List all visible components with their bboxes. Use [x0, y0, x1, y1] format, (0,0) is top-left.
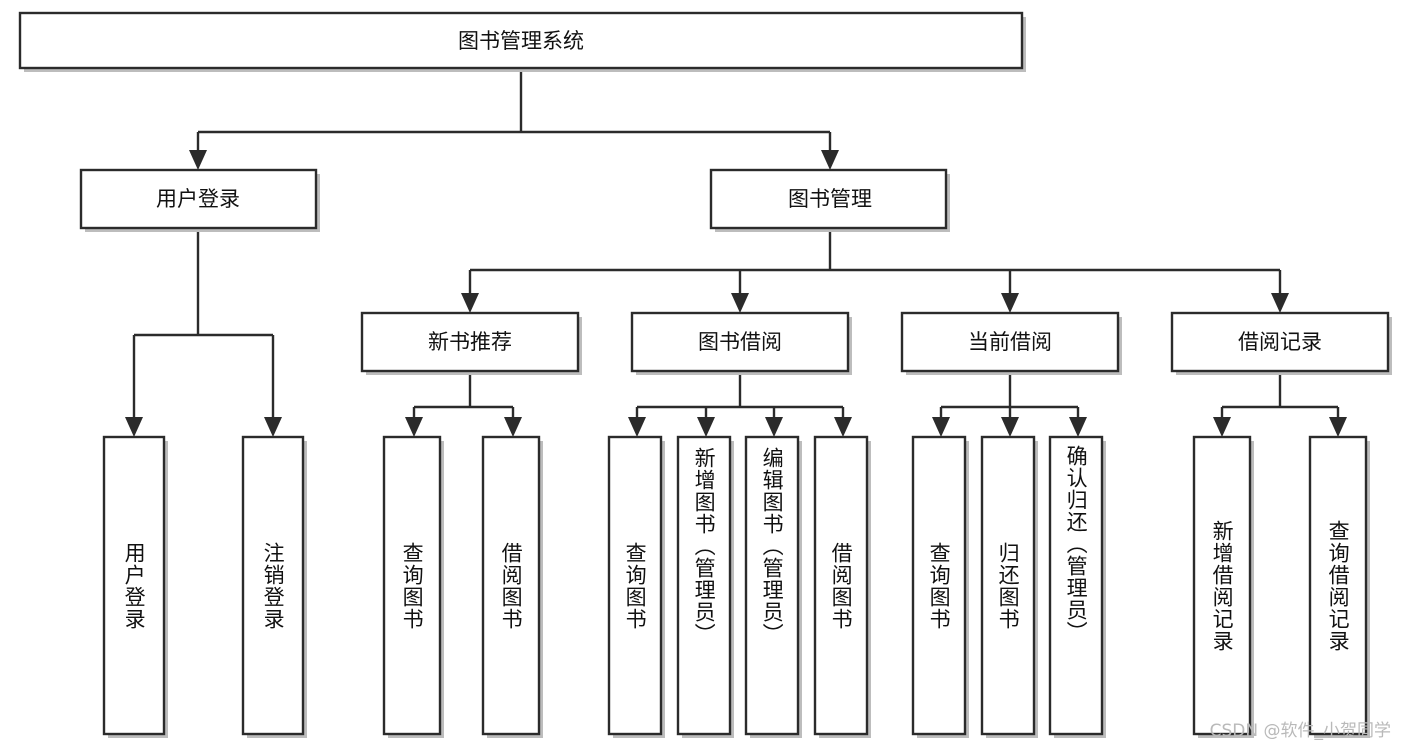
leaf-book-borrow-4-box[interactable]	[813, 435, 869, 736]
arrowhead-leaf-current-borrow-2	[1001, 417, 1019, 437]
arrowhead-book-borrow	[731, 293, 749, 313]
borrow-record-box[interactable]	[1170, 311, 1390, 373]
arrowhead-current-borrow	[1001, 293, 1019, 313]
leaf-borrow-record-1-box[interactable]	[1192, 435, 1252, 736]
leaf-borrow-record-2-box[interactable]	[1308, 435, 1368, 736]
leaf-current-borrow-3-box[interactable]	[1048, 435, 1104, 736]
arrowhead-leaf-new-book-1	[405, 417, 423, 437]
node-borrow-record[interactable]: 借阅记录	[1170, 311, 1392, 375]
book-mgmt-label: 图书管理	[788, 187, 872, 211]
arrowhead-leaf-current-borrow-1	[932, 417, 950, 437]
user-login-box[interactable]	[79, 168, 318, 230]
borrow-record-label: 借阅记录	[1238, 330, 1322, 354]
node-new-book[interactable]: 新书推荐	[360, 311, 582, 375]
root-label: 图书管理系统	[458, 29, 584, 53]
leaf-current-borrow-1-box[interactable]	[911, 435, 967, 736]
arrowhead-leaf-user-login-1	[125, 417, 143, 437]
node-current-borrow[interactable]: 当前借阅	[900, 311, 1122, 375]
current-borrow-label: 当前借阅	[968, 330, 1052, 354]
arrowhead-leaf-borrow-record-1	[1213, 417, 1231, 437]
leaf-current-borrow-2-box[interactable]	[980, 435, 1036, 736]
node-book-mgmt[interactable]: 图书管理	[709, 168, 950, 232]
book-mgmt-box[interactable]	[709, 168, 948, 230]
new-book-label: 新书推荐	[428, 330, 512, 354]
arrowhead-leaf-book-borrow-4	[834, 417, 852, 437]
leaf-user-login-2-box[interactable]	[241, 435, 305, 736]
arrowhead-leaf-current-borrow-3	[1069, 417, 1087, 437]
node-user-login[interactable]: 用户登录	[79, 168, 320, 232]
arrowhead-book-mgmt	[821, 150, 839, 170]
leaf-book-borrow-3-box[interactable]	[744, 435, 800, 736]
leaf-book-borrow-2-box[interactable]	[676, 435, 732, 736]
arrowhead-leaf-user-login-2	[264, 417, 282, 437]
arrowhead-leaf-book-borrow-2	[697, 417, 715, 437]
arrowhead-leaf-new-book-2	[504, 417, 522, 437]
leaf-book-borrow-1-box[interactable]	[607, 435, 663, 736]
book-borrow-label: 图书借阅	[698, 330, 782, 354]
arrowhead-borrow-record	[1271, 293, 1289, 313]
arrowhead-user-login	[189, 150, 207, 170]
leaf-new-book-1-box[interactable]	[382, 435, 442, 736]
arrowheads-layer	[125, 150, 1347, 437]
leaf-user-login-1-box[interactable]	[102, 435, 166, 736]
current-borrow-box[interactable]	[900, 311, 1120, 373]
book-borrow-box[interactable]	[630, 311, 850, 373]
user-login-label: 用户登录	[156, 187, 240, 211]
arrowhead-new-book	[461, 293, 479, 313]
watermark-text: CSDN @软件_小贺同学	[1209, 721, 1391, 741]
leaf-boxes-layer	[102, 435, 1370, 738]
node-root[interactable]: 图书管理系统	[18, 11, 1026, 72]
node-book-borrow[interactable]: 图书借阅	[630, 311, 852, 375]
arrowhead-leaf-book-borrow-3	[765, 417, 783, 437]
root-box[interactable]	[18, 11, 1024, 70]
arrowhead-leaf-borrow-record-2	[1329, 417, 1347, 437]
arrowhead-leaf-book-borrow-1	[628, 417, 646, 437]
leaf-new-book-2-box[interactable]	[481, 435, 541, 736]
new-book-box[interactable]	[360, 311, 580, 373]
